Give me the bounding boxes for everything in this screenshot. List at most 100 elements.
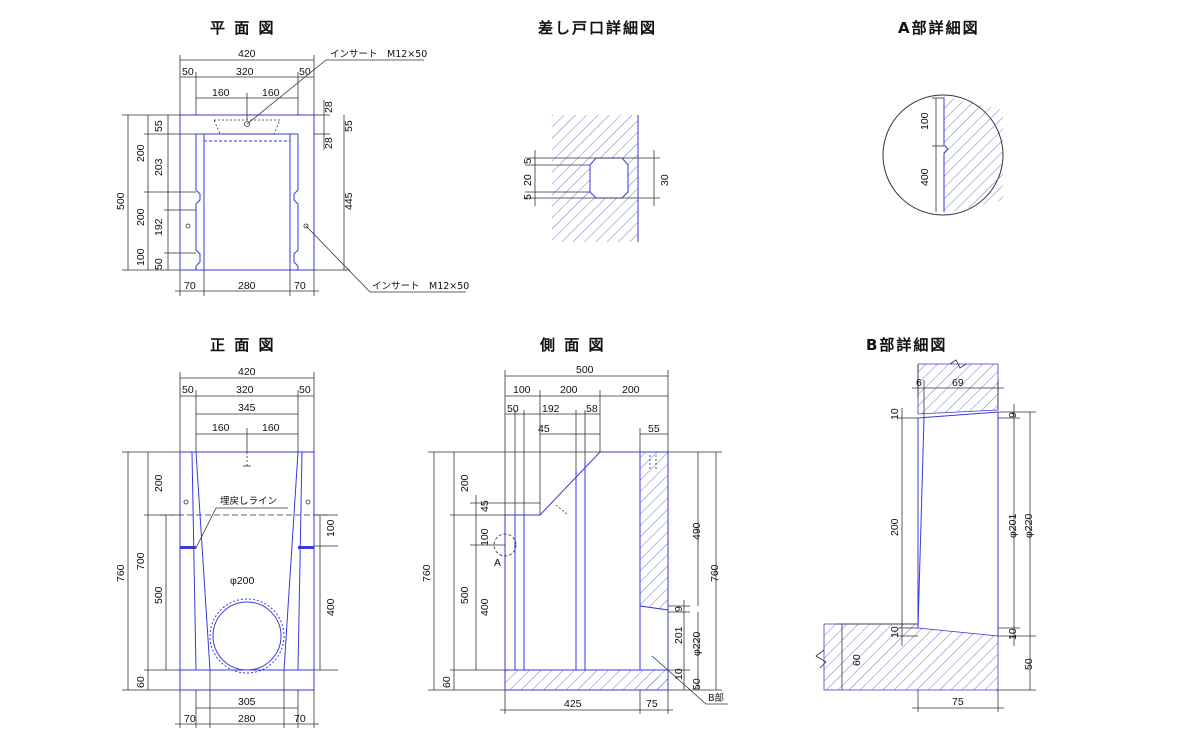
side-view: A 500 100 200 200 50 192 58 45 55 7 <box>421 364 728 714</box>
side-dim-400-left: 400 <box>479 598 491 616</box>
front-dim-320: 320 <box>236 384 254 396</box>
plan-dim-420: 420 <box>238 48 256 60</box>
side-wall-pocket <box>639 605 669 671</box>
side-dim-45-top: 45 <box>538 423 550 435</box>
plan-right-inner-wall <box>289 133 298 270</box>
door-dim-5-bottom: 5 <box>522 194 534 200</box>
plan-dim-160-right: 160 <box>262 87 280 99</box>
front-dim-420: 420 <box>238 366 256 378</box>
front-hole-left <box>183 499 189 505</box>
plan-hole-left <box>185 223 191 229</box>
side-dim-50-right: 50 <box>691 678 703 690</box>
plan-dim-28-bottom: 28 <box>323 137 335 149</box>
b-detail-dim-69: 69 <box>952 377 964 389</box>
side-dim-75: 75 <box>646 698 658 710</box>
front-dim-345: 345 <box>238 402 256 414</box>
plan-dim-70-left: 70 <box>184 280 196 292</box>
side-dim-500: 500 <box>576 364 594 376</box>
plan-right-groove <box>293 134 299 270</box>
plan-dim-445: 445 <box>343 192 355 210</box>
side-b-label: B部 <box>708 692 724 704</box>
front-hole-right <box>305 499 311 505</box>
plan-dim-200-top: 200 <box>135 144 147 162</box>
plan-view-title: 平 面 図 <box>210 19 275 37</box>
side-dim-500-left: 500 <box>459 586 471 604</box>
front-seal-right <box>298 546 314 549</box>
side-base-hatch <box>504 669 669 691</box>
front-dim-70-left: 70 <box>184 713 196 725</box>
side-dim-10: 10 <box>673 668 685 680</box>
front-dim-200: 200 <box>153 474 165 492</box>
front-view: 埋戻しライン φ200 420 50 320 50 345 160 160 76… <box>115 366 338 728</box>
front-dim-700: 700 <box>135 552 147 570</box>
b-detail-top-edge <box>917 411 999 419</box>
front-pipe-opening <box>212 601 282 671</box>
side-dim-60-left: 60 <box>441 676 453 688</box>
side-dim-201: 201 <box>673 626 685 644</box>
front-dim-305: 305 <box>238 696 256 708</box>
b-detail-dim-10-right: 10 <box>1007 628 1019 640</box>
b-detail-dim-60: 60 <box>851 654 863 666</box>
plan-insert-label-bottom: インサート M12×50 <box>372 281 469 292</box>
plan-dim-280: 280 <box>238 280 256 292</box>
side-dim-58: 58 <box>586 403 598 415</box>
side-dim-220: φ220 <box>691 632 703 656</box>
plan-insert-slot <box>213 119 281 135</box>
front-dim-50-left: 50 <box>182 384 194 396</box>
side-dim-192: 192 <box>542 403 560 415</box>
front-outer-outline <box>179 451 315 691</box>
b-detail-dim-201: φ201 <box>1007 514 1019 538</box>
front-dim-60: 60 <box>135 676 147 688</box>
front-dim-280: 280 <box>238 713 256 725</box>
side-dim-200-left: 200 <box>560 384 578 396</box>
a-detail-view: 100 400 <box>882 94 1004 216</box>
b-detail-break-left <box>815 649 827 669</box>
side-dim-55: 55 <box>648 423 660 435</box>
front-dim-160-right: 160 <box>262 422 280 434</box>
front-pipe-label: φ200 <box>230 575 254 587</box>
side-dim-9: 9 <box>673 606 685 612</box>
plan-dim-50: 50 <box>153 258 165 270</box>
front-dim-100: 100 <box>325 519 337 537</box>
a-detail-dim-100: 100 <box>919 112 931 130</box>
b-detail-dim-10-bottom: 10 <box>889 626 901 638</box>
side-dim-45-left: 45 <box>479 500 491 512</box>
side-dim-760-right: 760 <box>709 564 721 582</box>
front-seal-left <box>180 546 196 549</box>
b-detail-break-top <box>949 359 967 369</box>
front-right-inner-line <box>297 451 303 671</box>
plan-hole-right <box>303 223 309 229</box>
door-groove <box>589 157 629 199</box>
front-dim-50-right: 50 <box>299 384 311 396</box>
plan-dim-55-left: 55 <box>153 120 165 132</box>
b-detail-dim-9: 9 <box>1007 412 1019 418</box>
side-dim-490: 490 <box>691 522 703 540</box>
plan-dim-203: 203 <box>153 158 165 176</box>
side-view-title: 側 面 図 <box>539 336 605 354</box>
plan-dim-50-left: 50 <box>182 66 194 78</box>
front-view-title: 正 面 図 <box>210 336 275 354</box>
door-detail-title: 差し戸口詳細図 <box>538 19 657 37</box>
b-detail-taper-line <box>917 417 925 629</box>
side-dim-100: 100 <box>513 384 531 396</box>
b-detail-top-hatch <box>917 363 999 415</box>
door-detail-view: 5 20 5 30 <box>522 115 671 242</box>
front-dim-70-right: 70 <box>294 713 306 725</box>
side-wall-hatch-upper <box>639 451 669 611</box>
plan-view: 420 50 320 50 160 160 インサート M12×50 28 55… <box>115 48 469 296</box>
plan-insert-hole-top <box>244 121 250 127</box>
a-detail-hatch <box>944 96 1003 214</box>
door-dim-5-top: 5 <box>522 158 534 164</box>
door-dim-30: 30 <box>659 174 671 186</box>
plan-dim-100: 100 <box>135 248 147 266</box>
plan-left-inner-wall <box>196 133 205 270</box>
plan-dim-200-bottom: 200 <box>135 208 147 226</box>
b-detail-dim-6: 6 <box>916 377 922 389</box>
plan-dim-320: 320 <box>236 66 254 78</box>
front-dim-400: 400 <box>325 598 337 616</box>
side-dim-100-left: 100 <box>479 528 491 546</box>
front-backfill-label: 埋戻しライン <box>220 495 277 507</box>
b-detail-dim-200: 200 <box>889 518 901 536</box>
side-dim-200-right: 200 <box>622 384 640 396</box>
